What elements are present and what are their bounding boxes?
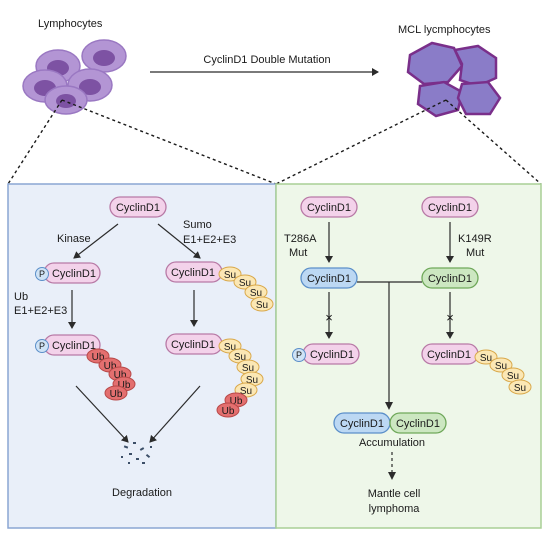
ubiquitin-chain-on-sumo: Ub Ub bbox=[216, 392, 248, 418]
svg-text:Su: Su bbox=[240, 386, 252, 397]
svg-text:Ub: Ub bbox=[230, 396, 243, 407]
svg-text:Su: Su bbox=[242, 363, 254, 374]
svg-text:P: P bbox=[296, 350, 302, 360]
green-cyclind1: CyclinD1 bbox=[421, 267, 479, 289]
svg-text:CyclinD1: CyclinD1 bbox=[307, 273, 351, 285]
ub-label: Ub bbox=[14, 291, 28, 303]
t286a-label: T286A bbox=[284, 233, 317, 245]
sumo-chain-short: Su Su Su Su bbox=[218, 266, 274, 312]
block-mark-left: × bbox=[325, 310, 333, 325]
svg-text:Ub: Ub bbox=[114, 370, 127, 381]
t286a-mut-label: Mut bbox=[289, 247, 307, 259]
svg-text:Su: Su bbox=[514, 383, 526, 394]
svg-text:Ub: Ub bbox=[222, 406, 235, 417]
svg-text:CyclinD1: CyclinD1 bbox=[428, 202, 472, 214]
phospho-p: P bbox=[39, 269, 45, 279]
ub-enzymes-label: E1+E2+E3 bbox=[14, 305, 67, 317]
svg-text:Ub: Ub bbox=[118, 380, 131, 391]
svg-text:CyclinD1: CyclinD1 bbox=[427, 349, 471, 361]
svg-text:CyclinD1: CyclinD1 bbox=[171, 267, 215, 279]
svg-text:CyclinD1: CyclinD1 bbox=[171, 339, 215, 351]
accumulated-cyclind1-blue: CyclinD1 bbox=[333, 412, 391, 434]
k149r-mut-label: Mut bbox=[466, 247, 484, 259]
svg-text:CyclinD1: CyclinD1 bbox=[428, 273, 472, 285]
dashed-arrow-head bbox=[388, 472, 396, 480]
svg-text:CyclinD1: CyclinD1 bbox=[310, 349, 354, 361]
svg-text:Su: Su bbox=[256, 300, 268, 311]
svg-text:Su: Su bbox=[250, 288, 262, 299]
degradation-label: Degradation bbox=[112, 487, 172, 499]
right-top-left-cyclind1: CyclinD1 bbox=[300, 196, 358, 218]
normal-lymphocytes-cluster bbox=[22, 39, 127, 115]
block-mark-right: × bbox=[446, 310, 454, 325]
mcl-cells-label: MCL lycmphocytes bbox=[398, 24, 491, 36]
accumulated-cyclind1-green: CyclinD1 bbox=[389, 412, 447, 434]
mcl-lymphocytes-cluster bbox=[406, 41, 502, 118]
svg-text:Su: Su bbox=[480, 353, 492, 364]
sumo-cyclind1: CyclinD1 Su Su Su Su bbox=[165, 261, 274, 312]
svg-text:CyclinD1: CyclinD1 bbox=[116, 202, 160, 214]
sumo-label: Sumo bbox=[183, 219, 212, 231]
cyclind1-top: CyclinD1 bbox=[109, 196, 167, 218]
right-sumo-cyclind1: CyclinD1 Su Su Su Su bbox=[421, 343, 532, 395]
right-sumo-chain: Su Su Su Su bbox=[474, 349, 532, 395]
ubiquitinated-cyclind1: CyclinD1 P Ub Ub Ub Ub Ub bbox=[35, 334, 136, 401]
svg-text:CyclinD1: CyclinD1 bbox=[52, 268, 96, 280]
blue-cyclind1: CyclinD1 bbox=[300, 267, 358, 289]
lymphocytes-label: Lymphocytes bbox=[38, 18, 103, 30]
phospho-cyclind1: CyclinD1 P bbox=[35, 262, 101, 284]
zoom-lines bbox=[7, 99, 542, 185]
svg-text:CyclinD1: CyclinD1 bbox=[340, 418, 384, 430]
svg-text:Ub: Ub bbox=[92, 352, 105, 363]
svg-text:Su: Su bbox=[234, 352, 246, 363]
svg-text:Su: Su bbox=[507, 371, 519, 382]
ubiquitin-chain: Ub Ub Ub Ub Ub bbox=[86, 348, 136, 401]
sumo-enzymes-label: E1+E2+E3 bbox=[183, 234, 236, 246]
degraded-fragments bbox=[121, 442, 152, 464]
svg-text:Su: Su bbox=[224, 342, 236, 353]
k149r-label: K149R bbox=[458, 233, 492, 245]
svg-text:Su: Su bbox=[246, 375, 258, 386]
svg-text:Ub: Ub bbox=[104, 361, 117, 372]
right-top-right-cyclind1: CyclinD1 bbox=[421, 196, 479, 218]
svg-text:Su: Su bbox=[239, 278, 251, 289]
svg-text:Ub: Ub bbox=[110, 389, 123, 400]
svg-text:CyclinD1: CyclinD1 bbox=[396, 418, 440, 430]
svg-text:Su: Su bbox=[224, 270, 236, 281]
outcome-label-1: Mantle cell bbox=[368, 488, 421, 500]
svg-text:CyclinD1: CyclinD1 bbox=[307, 202, 351, 214]
transition-label: CyclinD1 Double Mutation bbox=[203, 54, 330, 66]
kinase-label: Kinase bbox=[57, 233, 91, 245]
right-phospho-cyclind1: CyclinD1 P bbox=[292, 343, 360, 365]
svg-text:P: P bbox=[39, 341, 45, 351]
accumulation-label: Accumulation bbox=[359, 437, 425, 449]
outcome-label-2: lymphoma bbox=[369, 503, 421, 515]
poly-sumo-cyclind1: CyclinD1 Su Su Su Su Su Ub Ub bbox=[165, 333, 264, 418]
svg-text:CyclinD1: CyclinD1 bbox=[52, 340, 96, 352]
merge-connector bbox=[357, 281, 422, 404]
svg-text:Su: Su bbox=[495, 361, 507, 372]
